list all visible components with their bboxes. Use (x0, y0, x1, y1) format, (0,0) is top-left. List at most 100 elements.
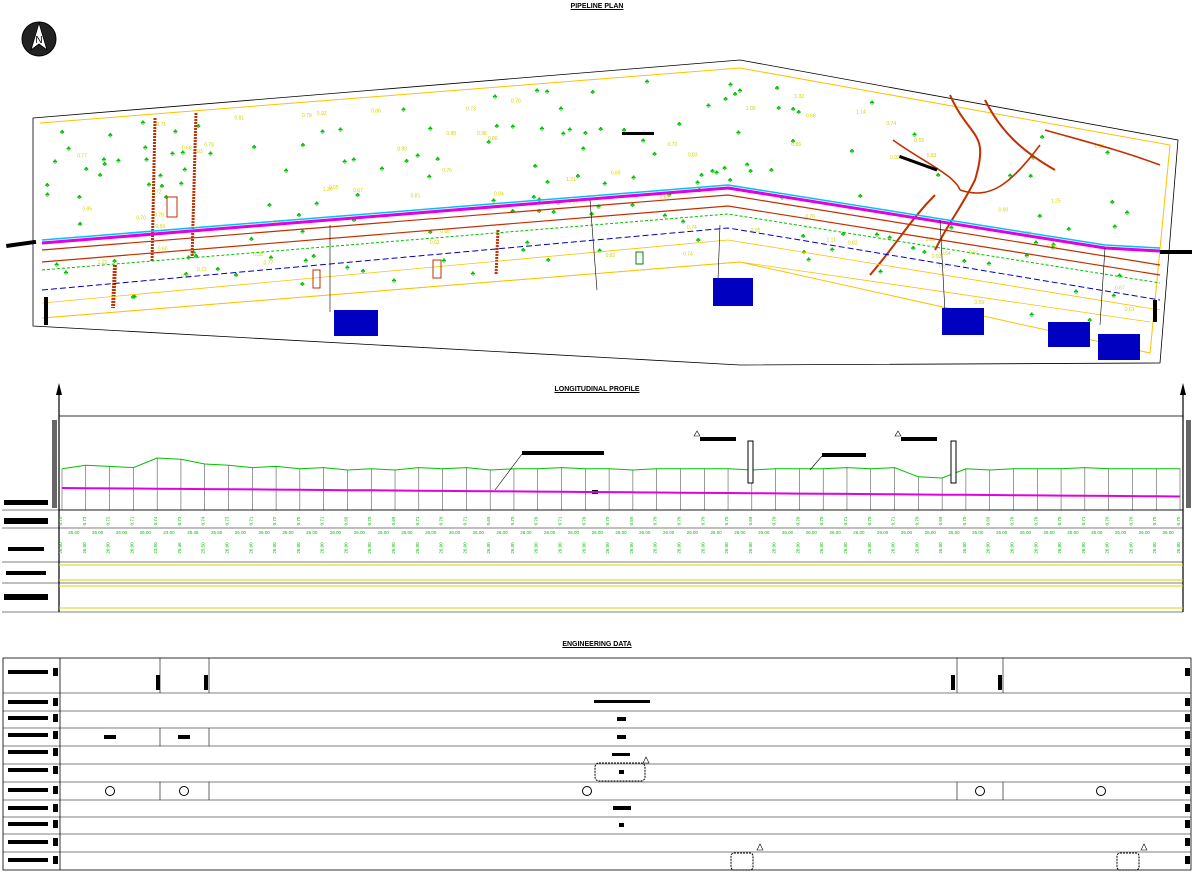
tree-symbol: ♣ (108, 132, 113, 139)
tree-symbol: ♣ (491, 198, 496, 205)
tree-symbol: ♣ (351, 157, 356, 164)
profile-station-label: 26.00 (58, 542, 63, 554)
profile-chainage-label: 25.50 (211, 530, 223, 535)
profile-chainage-label: 26.00 (1044, 530, 1056, 535)
tree-symbol: ♣ (546, 257, 551, 264)
profile-elevation-label: 0.70 (1009, 516, 1014, 525)
profile-title: LONGITUDINAL PROFILE (554, 386, 640, 393)
tree-symbol: ♣ (131, 294, 136, 301)
profile-station-label: 26.00 (82, 542, 87, 554)
profile-elevation-label: 0.70 (296, 516, 301, 525)
eng-row-marker (53, 748, 58, 756)
eng-row-marker-right (1185, 698, 1190, 706)
profile-station-label: 26.00 (891, 542, 896, 554)
profile-chainage-label: 26.00 (520, 530, 532, 535)
eng-row-label (8, 670, 48, 674)
profile-chainage-label: 26.00 (901, 530, 913, 535)
profile-station-label: 26.00 (225, 542, 230, 554)
tree-symbol: ♣ (415, 152, 420, 159)
plan-structure-1 (166, 196, 178, 218)
tree-symbol: ♣ (1110, 199, 1115, 206)
profile-note-flag-1 (693, 430, 701, 437)
profile-elevation-label: 0.71 (129, 516, 134, 525)
tree-symbol: ♣ (1031, 155, 1036, 162)
profile-elevation-label: 0.69 (986, 516, 991, 525)
profile-station-label: 26.00 (676, 542, 681, 554)
tree-symbol: ♣ (511, 123, 516, 130)
profile-chainage-label: 26.00 (687, 530, 699, 535)
plan-callouts (329, 199, 1140, 360)
tree-symbol: ♣ (54, 262, 59, 269)
plan-elevation-label: 0.87 (939, 263, 949, 269)
tree-symbol: ♣ (297, 212, 302, 219)
plan-elevation-label: 0.98 (477, 131, 487, 137)
eng-row-label (8, 822, 48, 826)
tree-symbol: ♣ (583, 130, 588, 137)
tree-symbol: ♣ (962, 258, 967, 265)
profile-station-label: 26.00 (510, 542, 515, 554)
tree-symbol: ♣ (1040, 134, 1045, 141)
plan-elevation-label: 0.55 (914, 138, 924, 144)
tree-symbol: ♣ (141, 120, 146, 127)
profile-elevation-label: 0.70 (439, 516, 444, 525)
road-left-a (150, 117, 157, 263)
profile-chainage-label: 25.46 (187, 530, 199, 535)
profile-elevation-label: 0.70 (724, 516, 729, 525)
tree-symbol: ♣ (301, 142, 306, 149)
tree-symbol: ♣ (598, 126, 603, 133)
engineering-data-table (2, 657, 1192, 871)
profile-elevation-label: 0.70 (605, 516, 610, 525)
tree-symbol: ♣ (267, 202, 272, 209)
profile-station-label: 26.00 (486, 542, 491, 554)
eng-row-marker (53, 804, 58, 812)
tree-symbol: ♣ (1112, 292, 1117, 299)
plan-elevation-label: 0.96 (569, 200, 579, 206)
tree-symbol: ♣ (170, 150, 175, 157)
profile-station-label: 26.00 (558, 542, 563, 554)
eng-symbol-4 (975, 786, 985, 796)
profile-elevation-label: 0.70 (914, 516, 919, 525)
profile-chainage-label: 26.00 (1091, 530, 1103, 535)
plan-elevation-label: 0.92 (932, 254, 942, 260)
profile-elevation-label: 0.74 (153, 516, 158, 525)
tree-symbol: ♣ (1008, 173, 1013, 180)
tree-symbol: ♣ (911, 245, 916, 252)
plan-elevation-label: 0.85 (82, 206, 92, 212)
north-letter: N (35, 35, 42, 46)
eng-row-marker (53, 698, 58, 706)
tree-symbol: ♣ (545, 179, 550, 186)
profile-elevation-label: 0.71 (843, 516, 848, 525)
profile-station-label: 25.50 (201, 542, 206, 554)
profile-chainage-label: 26.00 (449, 530, 461, 535)
tree-symbol: ♣ (525, 239, 530, 246)
tree-symbol: ♣ (987, 260, 992, 267)
tree-symbol: ♣ (234, 272, 239, 279)
tree-symbol: ♣ (164, 194, 169, 201)
tree-symbol: ♣ (77, 194, 82, 201)
profile-elevation-label: 0.69 (343, 516, 348, 525)
callout-box-5 (1098, 334, 1140, 360)
tree-symbol: ♣ (320, 128, 325, 135)
tree-symbol: ♣ (45, 182, 50, 189)
tree-symbol: ♣ (342, 158, 347, 165)
tree-symbols: ♣♣♣♣♣♣♣♣♣♣♣♣♣♣♣♣♣♣♣♣♣♣♣♣♣♣♣♣♣♣♣♣♣♣♣♣♣♣♣♣… (45, 79, 1130, 324)
tree-symbol: ♣ (249, 236, 254, 243)
callout-box-2 (713, 278, 753, 306)
plan-elevation-label: 0.85 (660, 195, 670, 201)
profile-station-label: 23.00 (153, 542, 158, 554)
profile-chainage-label: 26.00 (235, 530, 247, 535)
plan-elevation-label: 0.71 (156, 122, 166, 128)
profile-elevation-label: 0.70 (534, 516, 539, 525)
plan-elevation-label: 0.88 (1021, 231, 1031, 237)
plan-structure-4 (635, 251, 644, 265)
tree-symbol: ♣ (537, 208, 542, 215)
tree-symbol: ♣ (143, 144, 148, 151)
tree-symbol: ♣ (796, 109, 801, 116)
profile-elevation-label: 0.70 (1176, 516, 1181, 525)
tree-symbol: ♣ (681, 218, 686, 225)
eng-row-marker (53, 786, 58, 794)
plan-elevation-label: 0.61 (1125, 307, 1135, 313)
tree-symbol: ♣ (776, 105, 781, 112)
plan-elevation-label: 0.74 (886, 121, 896, 127)
profile-station-label: 26.00 (1152, 542, 1157, 554)
